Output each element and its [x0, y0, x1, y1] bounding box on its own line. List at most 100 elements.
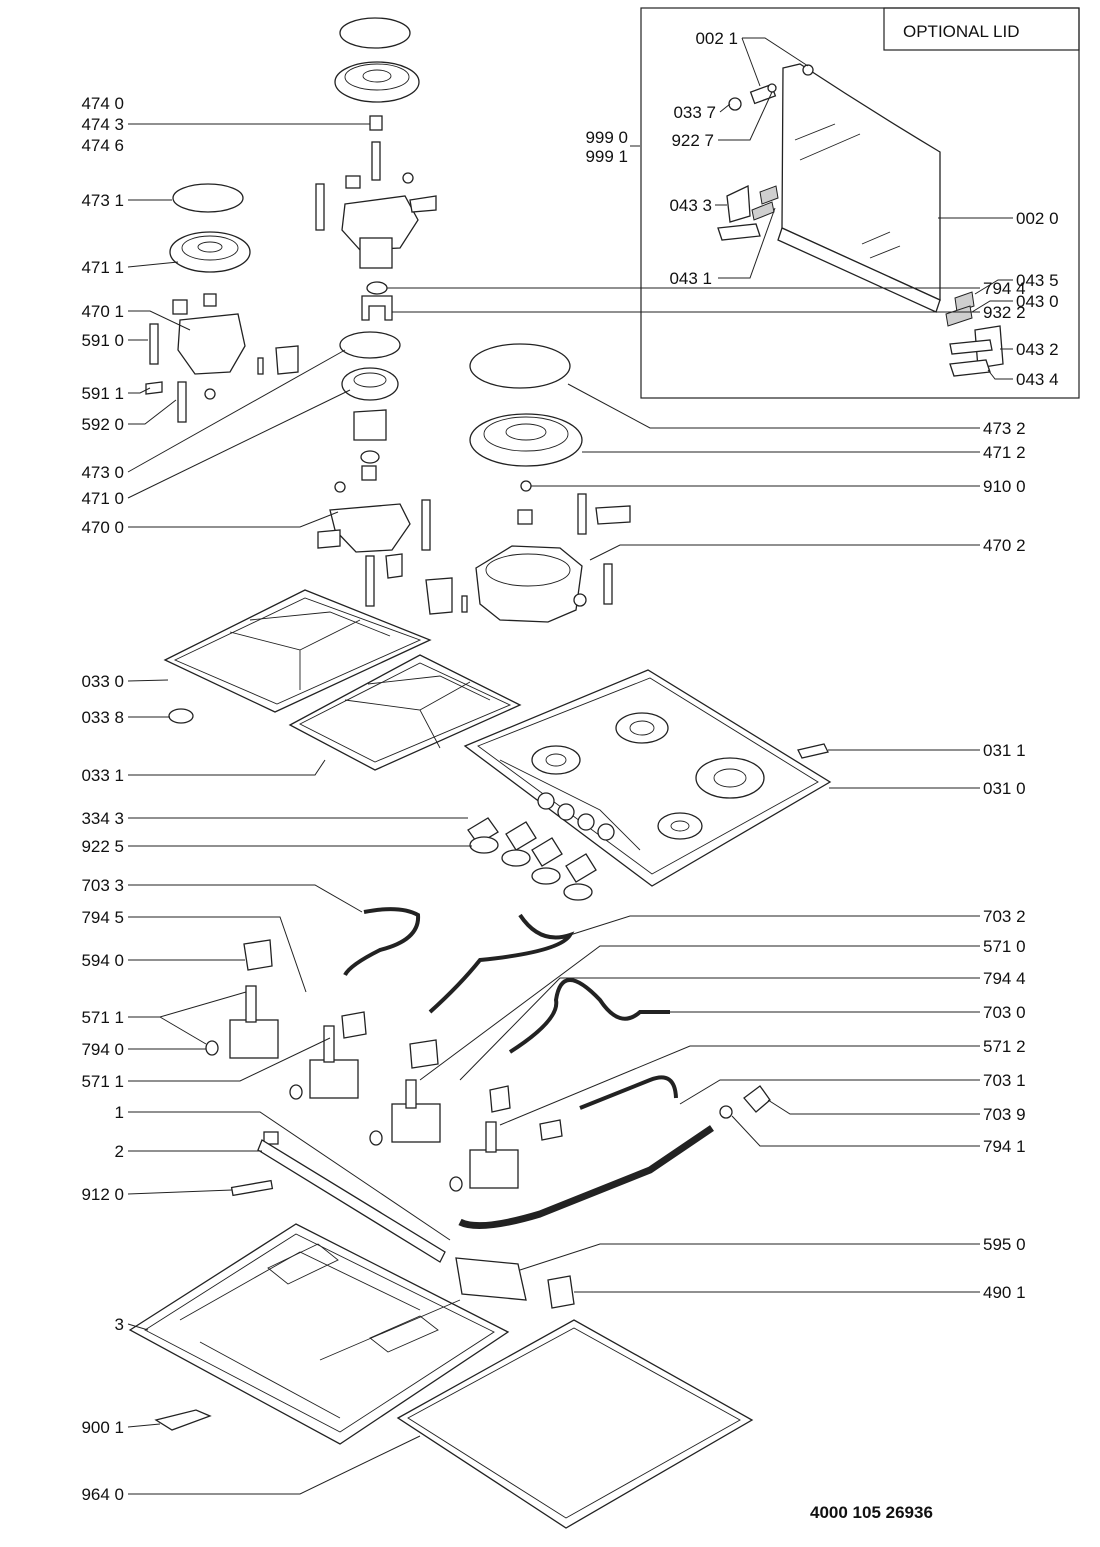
- valve-4: [449, 1121, 519, 1192]
- burner-cap-center: [339, 331, 401, 359]
- label-5712: 571 2: [983, 1037, 1026, 1056]
- label-5711-b: 571 1: [81, 1072, 124, 1091]
- pan-support-right: [288, 654, 522, 771]
- leader-lines: [127, 123, 980, 1495]
- label-0331: 033 1: [81, 766, 124, 785]
- label-5920: 592 0: [81, 415, 124, 434]
- label-4700: 470 0: [81, 518, 124, 537]
- label-4730: 473 0: [81, 463, 124, 482]
- label-0431: 043 1: [669, 269, 712, 288]
- lid-bolt: [728, 97, 742, 111]
- label-7944-a: 794 4: [983, 279, 1026, 298]
- burner-body-left: [177, 313, 246, 375]
- label-7944-b: 794 4: [983, 969, 1026, 988]
- rubber-foot: [168, 708, 194, 724]
- burner-cap-top: [339, 17, 411, 49]
- labels-left: 474 0 474 3 474 6 473 1 471 1 470 1 591 …: [81, 94, 124, 1504]
- label-0337: 033 7: [673, 103, 716, 122]
- label-4711: 471 1: [81, 258, 124, 277]
- lid-hinge-left: [726, 185, 751, 223]
- control-knobs: [467, 817, 597, 901]
- label-0435: 043 5: [1016, 271, 1059, 290]
- burner-cap-right: [469, 343, 571, 389]
- label-0021: 002 1: [695, 29, 738, 48]
- burner-body-top: [341, 195, 419, 251]
- label-7941: 794 1: [983, 1137, 1026, 1156]
- label-9001: 900 1: [81, 1418, 124, 1437]
- label-4701: 470 1: [81, 302, 124, 321]
- lid-screw: [802, 64, 814, 76]
- burner-assemblies: [145, 17, 631, 623]
- label-0338: 033 8: [81, 708, 124, 727]
- label-0330: 033 0: [81, 672, 124, 691]
- label-9991: 999 1: [585, 147, 628, 166]
- label-0310: 031 0: [983, 779, 1026, 798]
- valve-3: [369, 1079, 441, 1146]
- label-3: 3: [115, 1315, 124, 1334]
- label-5911: 591 1: [81, 384, 124, 403]
- label-0020: 002 0: [1016, 209, 1059, 228]
- label-4731: 473 1: [81, 191, 124, 210]
- label-0430: 043 0: [1016, 292, 1059, 311]
- valve-1: [205, 985, 279, 1059]
- optional-lid-section: OPTIONAL LID 002 1 033 7: [585, 7, 1080, 399]
- rail-bracket: [263, 1131, 279, 1145]
- label-4743: 474 3: [81, 115, 124, 134]
- label-7032: 703 2: [983, 907, 1026, 926]
- document-number: 4000 105 26936: [810, 1503, 933, 1522]
- ignition-generator: [455, 1257, 527, 1301]
- gas-inlet-elbow: [743, 1085, 771, 1113]
- label-0434: 043 4: [1016, 370, 1059, 389]
- valve-2: [289, 1025, 359, 1100]
- label-3343: 334 3: [81, 809, 124, 828]
- gas-valves-and-pipes: [205, 907, 771, 1263]
- label-5710: 571 0: [983, 937, 1026, 956]
- label-2: 2: [115, 1142, 124, 1161]
- label-9990: 999 0: [585, 128, 628, 147]
- label-5910: 591 0: [81, 331, 124, 350]
- pan-supports: [163, 589, 522, 771]
- label-4712: 471 2: [983, 443, 1026, 462]
- label-4732: 473 2: [983, 419, 1026, 438]
- hob-badge: [797, 743, 829, 759]
- label-7030: 703 0: [983, 1003, 1026, 1022]
- label-4746: 474 6: [81, 136, 124, 155]
- support-rail: [257, 1139, 446, 1263]
- base-tray: [128, 1223, 510, 1445]
- label-4740: 474 0: [81, 94, 124, 113]
- label-9322: 932 2: [983, 303, 1026, 322]
- seal-gasket: [396, 1319, 754, 1529]
- label-5940: 594 0: [81, 951, 124, 970]
- hob-top-plate: [463, 669, 832, 887]
- label-4710: 471 0: [81, 489, 124, 508]
- terminal-block: [547, 1275, 575, 1309]
- label-7033: 703 3: [81, 876, 124, 895]
- burner-body-center: [329, 503, 411, 553]
- label-7945: 794 5: [81, 908, 124, 927]
- label-4901: 490 1: [983, 1283, 1026, 1302]
- pan-support-left: [163, 589, 432, 713]
- burner-body-right: [475, 545, 583, 623]
- label-7940: 794 0: [81, 1040, 124, 1059]
- screw-9120: [230, 1179, 274, 1197]
- label-7039: 703 9: [983, 1105, 1026, 1124]
- optional-lid-title: OPTIONAL LID: [903, 22, 1020, 41]
- label-0432: 043 2: [1016, 340, 1059, 359]
- label-9100: 910 0: [983, 477, 1026, 496]
- label-4702: 470 2: [983, 536, 1026, 555]
- label-7031: 703 1: [983, 1071, 1026, 1090]
- fixing-clamp: [154, 1409, 212, 1431]
- injector-top: [369, 115, 383, 131]
- label-9640: 964 0: [81, 1485, 124, 1504]
- burner-cap-left: [172, 183, 244, 213]
- label-5711-a: 571 1: [81, 1008, 124, 1027]
- label-0433: 043 3: [669, 196, 712, 215]
- label-9120: 912 0: [81, 1185, 124, 1204]
- label-5950: 595 0: [983, 1235, 1026, 1254]
- label-0311: 031 1: [983, 741, 1026, 760]
- label-1: 1: [115, 1103, 124, 1122]
- label-9227: 922 7: [671, 131, 714, 150]
- label-9225: 922 5: [81, 837, 124, 856]
- lid-washer: [767, 83, 777, 93]
